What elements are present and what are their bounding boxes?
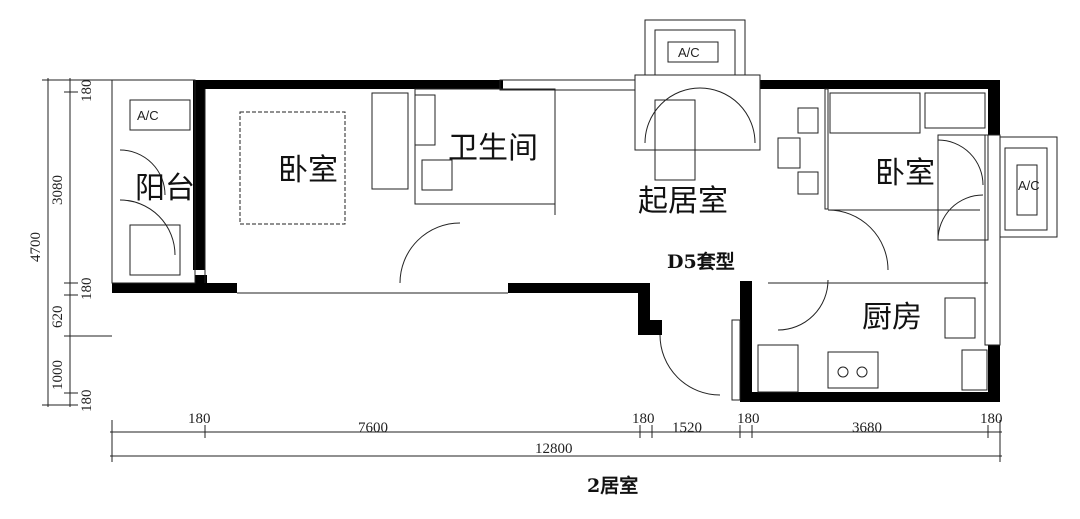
dim-vertical: 180 <box>79 278 95 301</box>
dim-horizontal: 180 <box>737 411 760 427</box>
dim-horizontal: 180 <box>980 411 1003 427</box>
walls <box>112 80 1000 402</box>
unit-type-label: D5套型 <box>667 250 735 273</box>
room-label-living-room: 起居室 <box>638 184 728 219</box>
dim-vertical: 1000 <box>50 360 66 390</box>
plan-caption: 2居室 <box>587 474 638 497</box>
ac-unit-right: A/C <box>999 136 1058 238</box>
ac-unit-balcony: A/C <box>137 108 159 123</box>
room-label-balcony: 阳台 <box>135 171 195 206</box>
dim-horizontal: 1520 <box>672 420 702 436</box>
room-label-kitchen: 厨房 <box>862 300 922 335</box>
ac-label: A/C <box>678 45 700 60</box>
dim-horizontal: 180 <box>188 411 211 427</box>
dim-vertical: 620 <box>50 306 66 329</box>
dim-vertical: 180 <box>79 390 95 413</box>
dim-horizontal-total: 12800 <box>535 441 573 457</box>
ac-label: A/C <box>137 108 159 123</box>
dim-vertical: 180 <box>79 80 95 103</box>
partitions <box>111 74 1001 401</box>
dim-vertical: 3080 <box>50 175 66 205</box>
room-label-bedroom-left: 卧室 <box>278 153 338 188</box>
vertical-dimension-lines <box>42 78 112 407</box>
ac-unit-top: A/C <box>644 19 746 76</box>
dim-vertical-total: 4700 <box>28 232 44 262</box>
ac-label: A/C <box>1018 178 1040 193</box>
dim-horizontal: 3680 <box>852 420 882 436</box>
dim-horizontal: 180 <box>632 411 655 427</box>
room-label-bedroom-right: 卧室 <box>875 156 935 191</box>
dim-horizontal: 7600 <box>358 420 388 436</box>
horizontal-dimension-lines <box>110 420 1002 462</box>
room-label-bathroom: 卫生间 <box>448 131 538 166</box>
